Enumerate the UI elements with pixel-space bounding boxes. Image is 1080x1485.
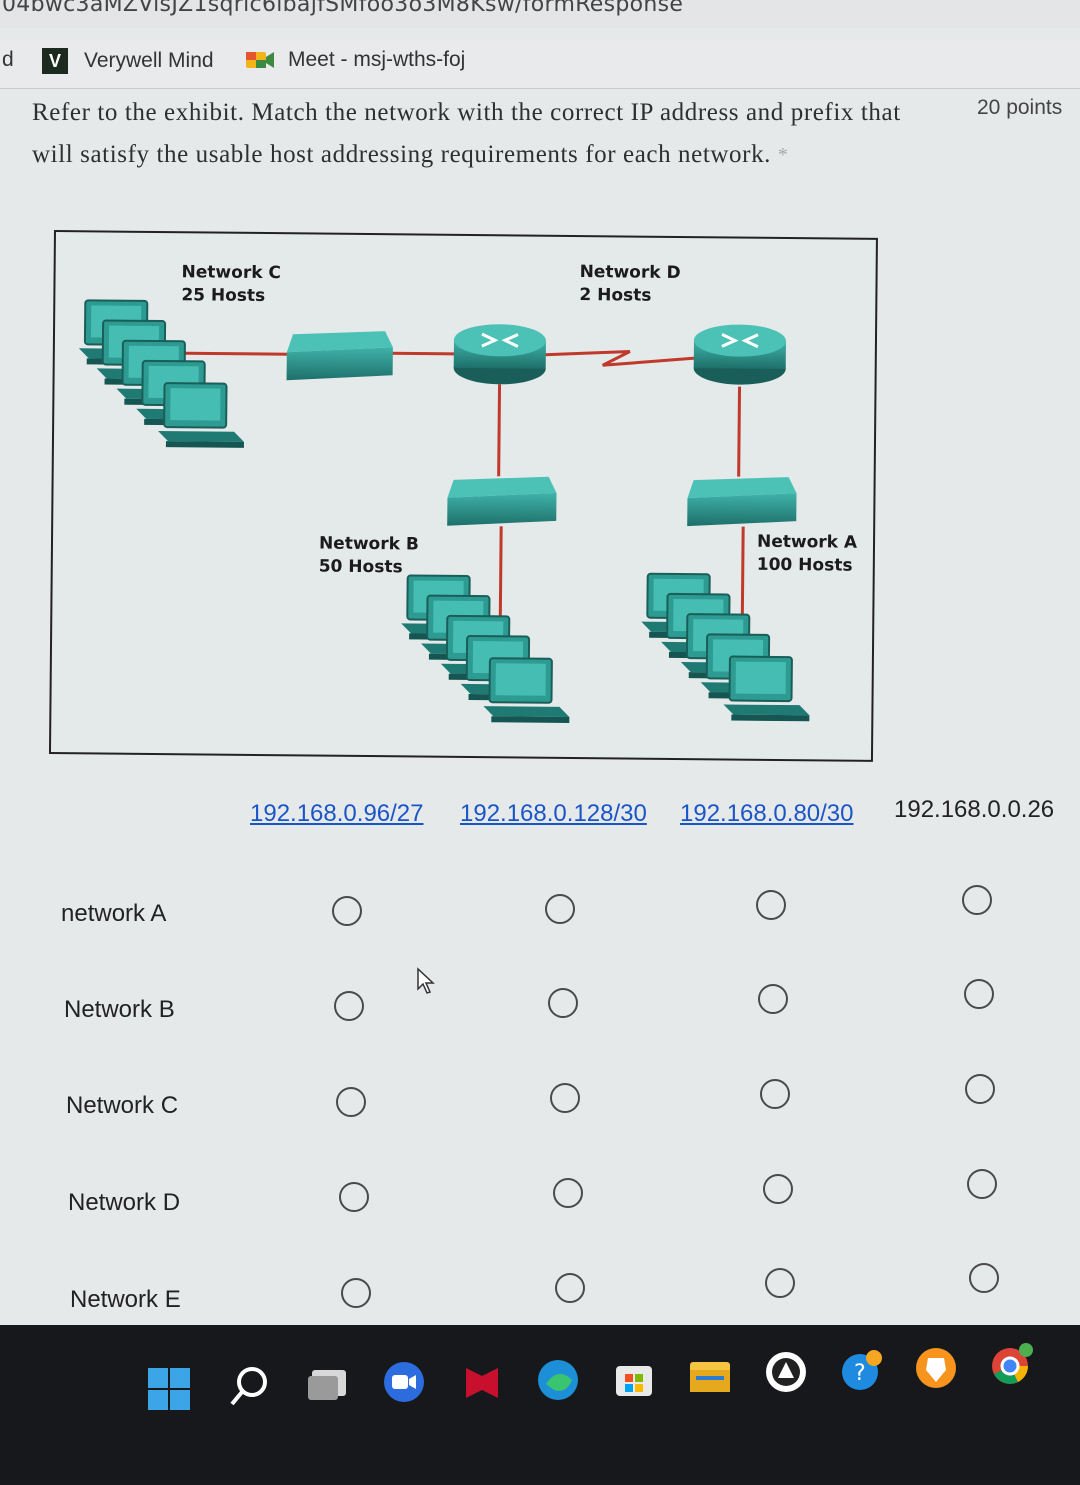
meet-icon: [246, 52, 274, 68]
radio-network-c-col-1[interactable]: [336, 1087, 366, 1117]
cable-switch-b-to-pcs: [498, 526, 503, 617]
row-label-network-e: Network E: [70, 1286, 181, 1313]
zoom-icon[interactable]: [382, 1360, 426, 1404]
bookmark-meet[interactable]: Meet - msj-wths-foj: [246, 48, 465, 72]
search-icon[interactable]: [228, 1364, 272, 1408]
radio-network-e-col-2[interactable]: [555, 1273, 585, 1303]
bookmark-label: Verywell Mind: [84, 49, 214, 72]
column-header-4: 192.168.0.0.26: [894, 796, 1055, 823]
radio-network-c-col-3[interactable]: [760, 1079, 790, 1109]
label-network-d: Network D 2 Hosts: [579, 261, 680, 308]
bookmark-verywell-mind[interactable]: V Verywell Mind: [42, 48, 214, 74]
bookmarks-bar: d V Verywell Mind Meet - msj-wths-foj: [0, 40, 1080, 89]
points-label: 20 points: [977, 96, 1063, 119]
radio-network-c-col-2[interactable]: [550, 1083, 580, 1113]
network-a-name: Network A: [756, 531, 858, 553]
radio-network-a-col-2[interactable]: [545, 894, 575, 924]
store-icon[interactable]: [612, 1356, 656, 1400]
verywell-icon: V: [42, 48, 68, 74]
brave-icon[interactable]: [914, 1346, 958, 1390]
help-icon[interactable]: ?: [840, 1348, 884, 1392]
network-a-hosts: 100 Hosts: [756, 554, 853, 576]
radio-network-a-col-4[interactable]: [962, 885, 992, 915]
cable-router-to-switch-a: [737, 386, 742, 477]
switch-network-b: [447, 476, 557, 526]
pc-group-network-c: [77, 299, 246, 449]
label-network-c: Network C 25 Hosts: [181, 261, 281, 308]
row-label-network-b: Network B: [64, 996, 175, 1023]
network-b-hosts: 50 Hosts: [318, 556, 403, 578]
serial-link-network-d: [544, 350, 695, 367]
label-network-b: Network B 50 Hosts: [319, 533, 419, 580]
radio-network-b-col-1[interactable]: [334, 991, 364, 1021]
radio-network-c-col-4[interactable]: [965, 1074, 995, 1104]
row-label-network-d: Network D: [68, 1189, 181, 1216]
chrome-icon[interactable]: [990, 1342, 1034, 1386]
cable-switch-c-to-router: [389, 351, 455, 356]
radio-network-a-col-3[interactable]: [756, 890, 786, 920]
radio-network-e-col-4[interactable]: [969, 1263, 999, 1293]
router-right: [693, 324, 786, 385]
radio-network-a-col-1[interactable]: [332, 896, 362, 926]
cable-router-to-switch-b: [497, 384, 502, 477]
edge-icon[interactable]: [536, 1358, 580, 1402]
network-c-name: Network C: [181, 262, 282, 284]
address-bar[interactable]: 04bwc3aMZVisJZ1sqrlc6lbajfSMfoo3o3M8Ksw/…: [0, 0, 1080, 28]
network-d-hosts: 2 Hosts: [579, 285, 652, 306]
network-topology-diagram: [77, 299, 811, 724]
row-label-network-c: Network C: [66, 1092, 179, 1119]
router-left: [453, 324, 546, 385]
radio-network-b-col-4[interactable]: [964, 979, 994, 1009]
question-text: Refer to the exhibit. Match the network …: [32, 99, 901, 168]
network-b-name: Network B: [318, 533, 419, 555]
radio-network-d-col-4[interactable]: [967, 1169, 997, 1199]
column-header-1: 192.168.0.96/27: [250, 800, 424, 827]
switch-network-a: [687, 477, 797, 527]
task-view-icon[interactable]: [306, 1362, 350, 1406]
radio-network-d-col-2[interactable]: [553, 1178, 583, 1208]
windows-start-icon[interactable]: [148, 1368, 192, 1412]
column-header-2: 192.168.0.128/30: [460, 800, 647, 827]
switch-network-c: [286, 331, 393, 381]
bookmark-label: Meet - msj-wths-foj: [288, 48, 466, 71]
required-mark: *: [777, 144, 789, 166]
url-text: 04bwc3aMZVisJZ1sqrlc6lbajfSMfoo3o3M8Ksw/…: [2, 0, 684, 17]
bookmark-label: d: [2, 48, 14, 71]
svg-text:?: ?: [854, 1361, 866, 1386]
bookmark-partial[interactable]: d: [2, 48, 14, 72]
radio-network-b-col-2[interactable]: [548, 988, 578, 1018]
pc-group-network-b: [400, 574, 571, 724]
app-icon[interactable]: [764, 1350, 808, 1394]
cable-switch-a-to-pcs: [740, 526, 745, 619]
cable-pcs-to-switch-c: [184, 351, 290, 356]
mcafee-icon[interactable]: [460, 1360, 504, 1404]
label-network-a: Network A 100 Hosts: [757, 531, 857, 578]
radio-network-b-col-3[interactable]: [758, 984, 788, 1014]
row-label-network-a: network A: [61, 900, 167, 927]
network-d-name: Network D: [579, 262, 681, 284]
column-header-3: 192.168.0.80/30: [680, 800, 854, 827]
radio-network-e-col-1[interactable]: [341, 1278, 371, 1308]
network-exhibit: Network C 25 Hosts Network D 2 Hosts Net…: [48, 230, 878, 762]
network-c-hosts: 25 Hosts: [181, 285, 266, 307]
question-title: Refer to the exhibit. Match the network …: [32, 92, 932, 176]
pc-group-network-a: [640, 572, 811, 723]
mouse-cursor-icon: [417, 967, 435, 994]
radio-network-d-col-1[interactable]: [339, 1182, 369, 1212]
radio-network-e-col-3[interactable]: [765, 1268, 795, 1298]
radio-network-d-col-3[interactable]: [763, 1174, 793, 1204]
file-explorer-icon[interactable]: [688, 1354, 732, 1398]
